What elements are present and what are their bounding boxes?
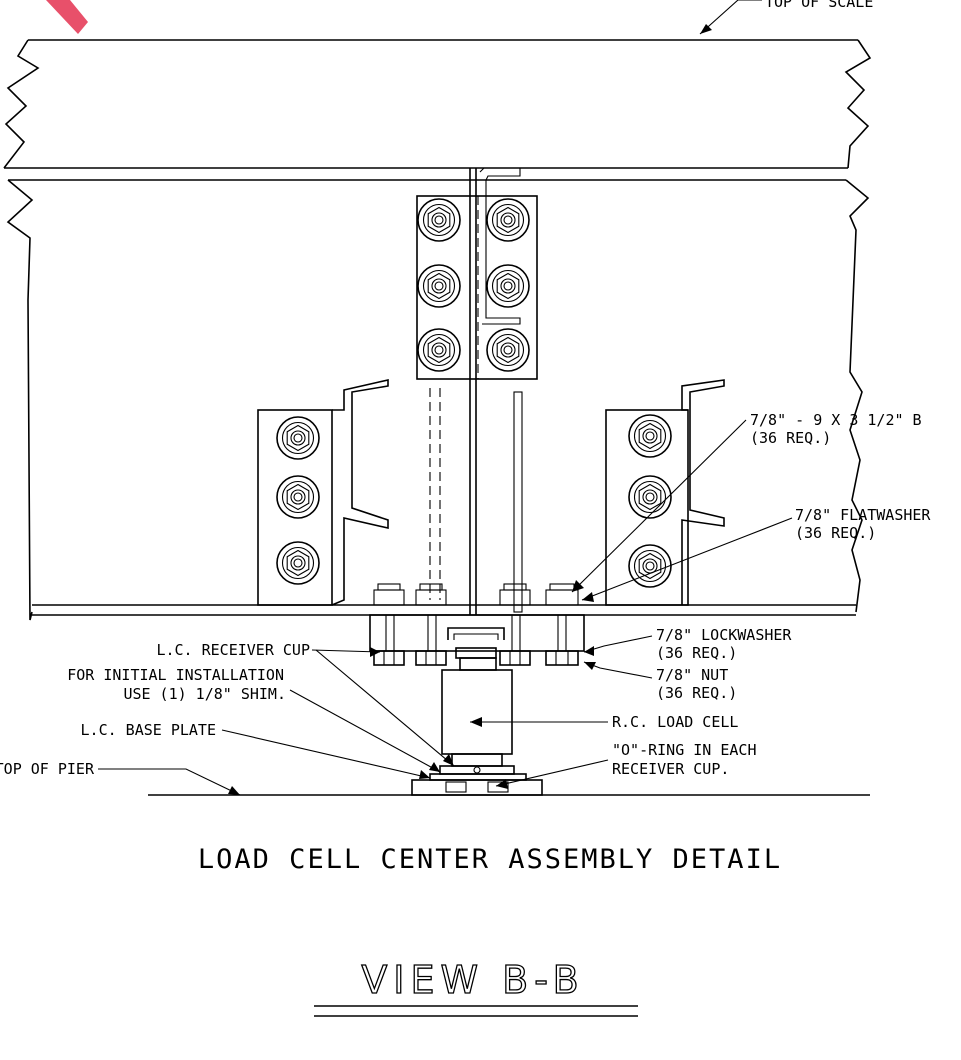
leader-lines	[98, 419, 793, 796]
flange-bolts	[369, 583, 585, 666]
label-lockwasher-qty: (36 REQ.)	[656, 644, 737, 662]
label-lockwasher: 7/8" LOCKWASHER	[656, 626, 792, 644]
label-nut: 7/8" NUT	[656, 666, 728, 684]
main-beam	[6, 179, 870, 621]
center-splice-plate	[416, 195, 538, 600]
base-plate	[411, 773, 543, 796]
load-cell	[439, 657, 515, 775]
label-base-plate: L.C. BASE PLATE	[81, 721, 216, 739]
label-shim-line2: USE (1) 1/8" SHIM.	[123, 685, 286, 703]
label-top-of-scale: TOP OF SCALE	[765, 0, 873, 11]
top-of-scale-leader	[699, 0, 762, 35]
label-flatwasher: 7/8" FLATWASHER	[795, 506, 931, 524]
label-receiver-cup: L.C. RECEIVER CUP	[156, 641, 310, 659]
view-title: VIEW B-B	[361, 958, 584, 1002]
scale-deck	[3, 39, 872, 181]
right-clip-angle	[605, 379, 725, 606]
label-flatwasher-qty: (36 REQ.)	[795, 524, 876, 542]
label-bolt-qty: (36 REQ.)	[750, 429, 831, 447]
detail-title: LOAD CELL CENTER ASSEMBLY DETAIL	[198, 844, 782, 875]
label-oring-line1: "O"-RING IN EACH	[612, 741, 757, 759]
label-nut-qty: (36 REQ.)	[656, 684, 737, 702]
label-top-of-pier: TOP OF PIER	[0, 760, 95, 778]
corner-mark	[46, 0, 88, 34]
label-shim-line1: FOR INITIAL INSTALLATION	[67, 666, 284, 684]
left-clip-angle	[257, 378, 389, 606]
center-web	[469, 167, 523, 615]
receiver-cup	[447, 627, 505, 659]
label-load-cell: R.C. LOAD CELL	[612, 713, 738, 731]
label-bolt: 7/8" - 9 X 3 1/2" B	[750, 411, 922, 429]
label-oring-line2: RECEIVER CUP.	[612, 760, 729, 778]
